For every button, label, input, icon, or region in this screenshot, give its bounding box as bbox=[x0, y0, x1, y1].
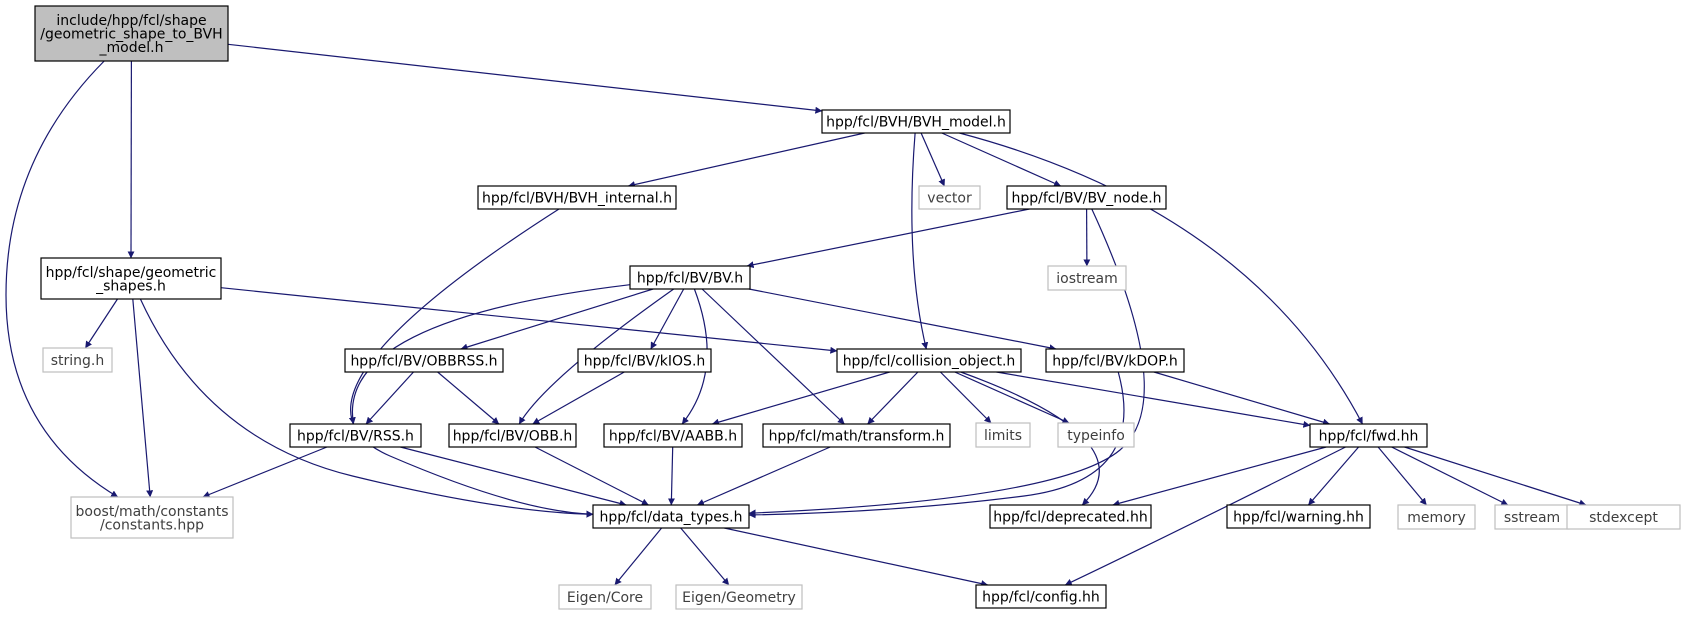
node-bvh-internal-label: hpp/fcl/BVH/BVH_internal.h bbox=[482, 191, 672, 207]
edge-obbrss-to-rss bbox=[366, 372, 414, 424]
node-stdexcept: stdexcept bbox=[1567, 505, 1680, 529]
node-warning[interactable]: hpp/fcl/warning.hh bbox=[1227, 505, 1370, 528]
node-obb-label: hpp/fcl/BV/OBB.h bbox=[453, 429, 573, 445]
node-obbrss-label: hpp/fcl/BV/OBBRSS.h bbox=[350, 354, 497, 370]
node-typeinfo: typeinfo bbox=[1058, 423, 1134, 447]
edge-data-types-to-eigen-core bbox=[615, 528, 662, 585]
node-bvh-model[interactable]: hpp/fcl/BVH/BVH_model.h bbox=[822, 110, 1010, 133]
node-obbrss[interactable]: hpp/fcl/BV/OBBRSS.h bbox=[345, 349, 503, 372]
node-kios[interactable]: hpp/fcl/BV/kIOS.h bbox=[578, 349, 711, 372]
node-transform-label: hpp/fcl/math/transform.h bbox=[769, 429, 945, 445]
edge-fwd-to-stdexcept bbox=[1405, 447, 1587, 505]
node-fwd[interactable]: hpp/fcl/fwd.hh bbox=[1310, 424, 1427, 447]
node-vector: vector bbox=[919, 186, 980, 209]
edge-geometric-shapes-to-string-h bbox=[85, 299, 117, 348]
node-eigen-geometry: Eigen/Geometry bbox=[676, 585, 802, 609]
node-bv-label: hpp/fcl/BV/BV.h bbox=[637, 271, 743, 287]
edge-bvh-model-to-vector bbox=[921, 133, 944, 186]
node-aabb-label: hpp/fcl/BV/AABB.h bbox=[609, 429, 737, 445]
edge-collision-object-to-fwd bbox=[996, 372, 1310, 426]
node-rss[interactable]: hpp/fcl/BV/RSS.h bbox=[290, 424, 421, 447]
node-memory-label: memory bbox=[1407, 510, 1466, 526]
edge-transform-to-data-types bbox=[697, 447, 830, 505]
node-kios-label: hpp/fcl/BV/kIOS.h bbox=[584, 354, 706, 370]
node-iostream: iostream bbox=[1048, 266, 1126, 290]
node-string-h: string.h bbox=[43, 348, 112, 372]
edge-fwd-to-memory bbox=[1378, 447, 1426, 505]
edge-bv-to-kdop bbox=[749, 289, 1056, 349]
node-transform[interactable]: hpp/fcl/math/transform.h bbox=[763, 424, 950, 447]
node-limits-label: limits bbox=[984, 428, 1022, 444]
node-obb[interactable]: hpp/fcl/BV/OBB.h bbox=[449, 424, 576, 447]
edge-root-to-bvh-model bbox=[228, 44, 822, 111]
node-deprecated[interactable]: hpp/fcl/deprecated.hh bbox=[990, 505, 1151, 528]
edges-layer bbox=[6, 44, 1586, 585]
node-warning-label: hpp/fcl/warning.hh bbox=[1233, 510, 1364, 526]
node-vector-label: vector bbox=[927, 191, 972, 207]
node-eigen-geometry-label: Eigen/Geometry bbox=[682, 590, 796, 606]
edge-aabb-to-data-types bbox=[671, 447, 672, 505]
node-kdop[interactable]: hpp/fcl/BV/kDOP.h bbox=[1046, 349, 1184, 372]
node-boost-constants: boost/math/constants/constants.hpp bbox=[71, 497, 233, 538]
node-bv-node-label: hpp/fcl/BV/BV_node.h bbox=[1011, 191, 1161, 207]
node-string-h-label: string.h bbox=[51, 353, 105, 369]
node-bv-node[interactable]: hpp/fcl/BV/BV_node.h bbox=[1007, 186, 1166, 209]
edge-data-types-to-eigen-geometry bbox=[681, 528, 729, 585]
edge-bv-to-obbrss bbox=[461, 289, 653, 349]
node-stdexcept-label: stdexcept bbox=[1589, 510, 1658, 526]
node-bvh-model-label: hpp/fcl/BVH/BVH_model.h bbox=[826, 115, 1006, 131]
node-root[interactable]: include/hpp/fcl/shape/geometric_shape_to… bbox=[35, 6, 228, 61]
node-kdop-label: hpp/fcl/BV/kDOP.h bbox=[1052, 354, 1178, 370]
edge-bv-to-kios bbox=[651, 289, 684, 349]
node-config[interactable]: hpp/fcl/config.hh bbox=[976, 585, 1106, 608]
edge-bvh-model-to-bvh-internal bbox=[628, 133, 864, 186]
node-geometric-shapes-label: _shapes.h bbox=[95, 278, 166, 294]
node-fwd-label: hpp/fcl/fwd.hh bbox=[1319, 429, 1419, 445]
edge-kdop-to-fwd bbox=[1154, 372, 1330, 424]
node-eigen-core-label: Eigen/Core bbox=[567, 590, 643, 606]
edge-collision-object-to-aabb bbox=[712, 372, 889, 424]
node-geometric-shapes[interactable]: hpp/fcl/shape/geometric_shapes.h bbox=[41, 258, 221, 299]
node-boost-constants-label: /constants.hpp bbox=[100, 517, 204, 533]
node-collision-object-label: hpp/fcl/collision_object.h bbox=[843, 354, 1016, 370]
edge-geometric-shapes-to-boost-constants bbox=[133, 299, 150, 497]
node-memory: memory bbox=[1398, 505, 1475, 529]
node-sstream-label: sstream bbox=[1504, 510, 1560, 526]
node-collision-object[interactable]: hpp/fcl/collision_object.h bbox=[837, 349, 1021, 372]
edge-collision-object-to-typeinfo bbox=[955, 372, 1069, 423]
edge-kios-to-obb bbox=[533, 372, 625, 424]
edge-bv-to-transform bbox=[702, 289, 844, 424]
node-typeinfo-label: typeinfo bbox=[1067, 428, 1125, 444]
edge-fwd-to-warning bbox=[1308, 447, 1358, 505]
edge-collision-object-to-transform bbox=[868, 372, 918, 424]
edge-geometric-shapes-to-collision-object bbox=[221, 288, 837, 351]
nodes-layer: include/hpp/fcl/shape/geometric_shape_to… bbox=[35, 6, 1680, 609]
node-sstream: sstream bbox=[1495, 505, 1569, 529]
node-eigen-core: Eigen/Core bbox=[559, 585, 651, 609]
node-bv[interactable]: hpp/fcl/BV/BV.h bbox=[630, 266, 750, 289]
edge-fwd-to-sstream bbox=[1392, 447, 1508, 505]
edge-bv-node-to-bv bbox=[747, 209, 1030, 266]
node-aabb[interactable]: hpp/fcl/BV/AABB.h bbox=[604, 424, 742, 447]
edge-obbrss-to-obb bbox=[438, 372, 499, 424]
node-iostream-label: iostream bbox=[1056, 271, 1118, 287]
node-config-label: hpp/fcl/config.hh bbox=[982, 590, 1100, 606]
edge-collision-object-to-limits bbox=[940, 372, 991, 423]
node-root-label: _model.h bbox=[99, 40, 164, 56]
edge-bvh-model-to-fwd bbox=[959, 133, 1362, 424]
node-limits: limits bbox=[976, 423, 1030, 447]
edge-geometric-shapes-to-data-types bbox=[140, 299, 593, 514]
node-data-types[interactable]: hpp/fcl/data_types.h bbox=[593, 505, 749, 528]
node-rss-label: hpp/fcl/BV/RSS.h bbox=[297, 429, 414, 445]
node-deprecated-label: hpp/fcl/deprecated.hh bbox=[993, 510, 1148, 526]
edge-data-types-to-config bbox=[724, 528, 988, 585]
edge-bvh-model-to-collision-object bbox=[912, 133, 926, 349]
edge-rss-to-boost-constants bbox=[203, 447, 327, 497]
node-bvh-internal[interactable]: hpp/fcl/BVH/BVH_internal.h bbox=[478, 186, 676, 209]
edge-fwd-to-deprecated bbox=[1113, 447, 1326, 505]
node-data-types-label: hpp/fcl/data_types.h bbox=[599, 510, 742, 526]
